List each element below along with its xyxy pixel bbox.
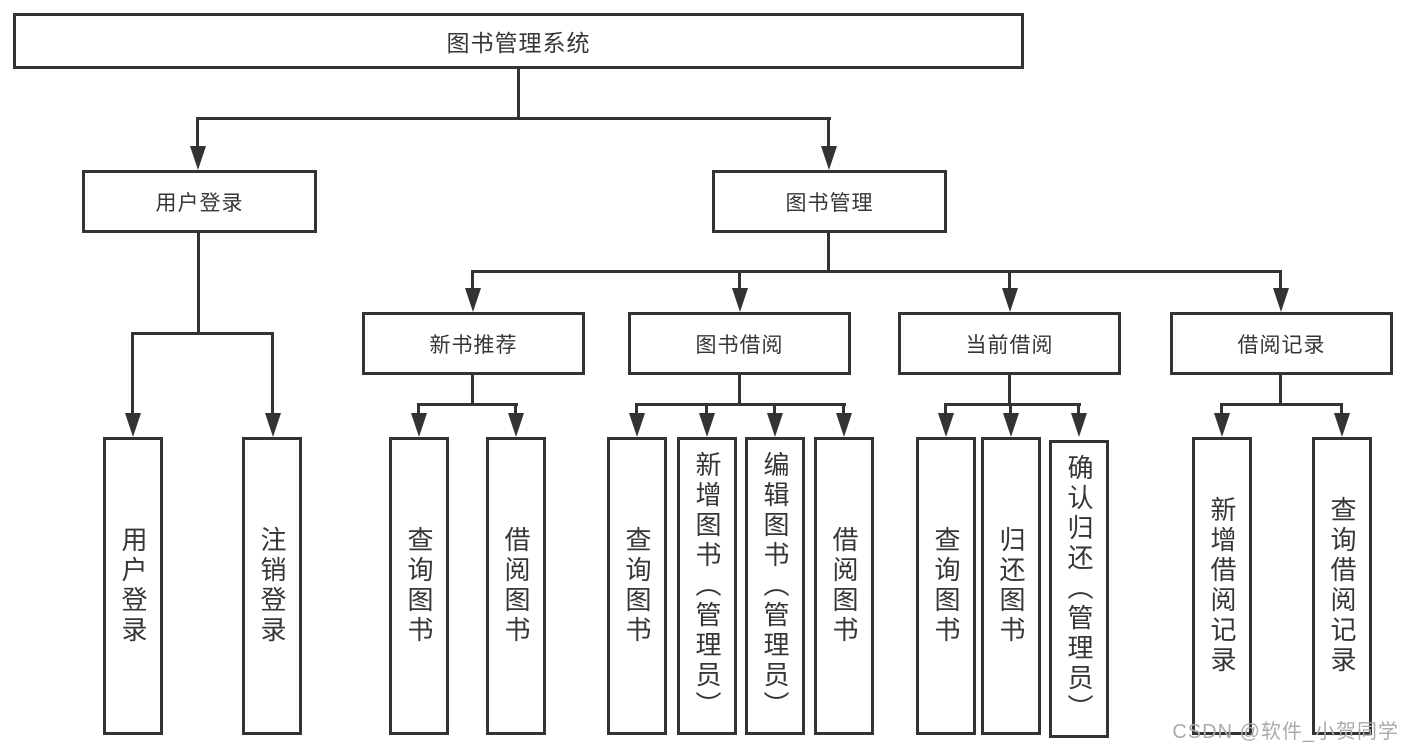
arrow-down-icon xyxy=(732,288,748,312)
arrow-down-icon xyxy=(821,146,837,170)
connector-line xyxy=(517,66,520,118)
node-new-book-recommendation: 新书推荐 xyxy=(362,312,585,375)
node-current-borrowing: 当前借阅 xyxy=(898,312,1121,375)
connector-line xyxy=(842,403,845,417)
csdn-watermark: CSDN @软件_小贺同学 xyxy=(1172,721,1399,743)
arrow-down-icon xyxy=(411,413,427,437)
node-confirm-return-admin-leaf: 确认归还（管理员） xyxy=(1049,440,1109,738)
connector-line xyxy=(471,375,474,406)
connector-line xyxy=(131,332,274,335)
node-return-books-leaf: 归还图书 xyxy=(981,437,1041,735)
connector-line xyxy=(827,117,830,156)
connector-line xyxy=(635,403,846,406)
connector-line xyxy=(1009,403,1012,417)
node-library-management-system: 图书管理系统 xyxy=(13,13,1024,69)
connector-line xyxy=(944,403,947,417)
connector-line xyxy=(1279,270,1282,292)
connector-line xyxy=(1279,375,1282,406)
arrow-down-icon xyxy=(265,413,281,437)
connector-line xyxy=(944,403,1081,406)
arrow-down-icon xyxy=(699,413,715,437)
node-add-borrow-record-leaf: 新增借阅记录 xyxy=(1192,437,1252,735)
node-query-books-leaf: 查询图书 xyxy=(607,437,667,735)
connector-line xyxy=(1077,403,1080,417)
node-edit-books-admin-leaf: 编辑图书（管理员） xyxy=(745,437,805,735)
node-borrow-books-leaf: 借阅图书 xyxy=(814,437,874,735)
connector-line xyxy=(738,270,741,292)
arrow-down-icon xyxy=(767,413,783,437)
connector-line xyxy=(131,332,134,417)
node-query-borrow-record-leaf: 查询借阅记录 xyxy=(1312,437,1372,735)
connector-line xyxy=(1220,403,1223,417)
arrow-down-icon xyxy=(1334,413,1350,437)
connector-line xyxy=(514,403,517,417)
arrow-down-icon xyxy=(1214,413,1230,437)
node-query-books-leaf: 查询图书 xyxy=(389,437,449,735)
connector-line xyxy=(196,117,831,120)
arrow-down-icon xyxy=(465,288,481,312)
node-user-login: 用户登录 xyxy=(82,170,317,233)
connector-line xyxy=(1340,403,1343,417)
connector-line xyxy=(635,403,638,417)
node-book-borrowing: 图书借阅 xyxy=(628,312,851,375)
arrow-down-icon xyxy=(836,413,852,437)
node-user-login-leaf: 用户登录 xyxy=(103,437,163,735)
node-borrowing-records: 借阅记录 xyxy=(1170,312,1393,375)
node-query-books-leaf: 查询图书 xyxy=(916,437,976,735)
connector-line xyxy=(705,403,708,417)
connector-line xyxy=(827,233,830,273)
connector-line xyxy=(471,270,1282,273)
arrow-down-icon xyxy=(938,413,954,437)
connector-line xyxy=(417,403,420,417)
connector-line xyxy=(1008,375,1011,406)
connector-line xyxy=(773,403,776,417)
connector-line xyxy=(738,375,741,406)
connector-line xyxy=(196,117,199,156)
arrow-down-icon xyxy=(629,413,645,437)
node-add-books-admin-leaf: 新增图书（管理员） xyxy=(677,437,737,735)
connector-line xyxy=(1008,270,1011,292)
node-borrow-books-leaf: 借阅图书 xyxy=(486,437,546,735)
connector-line xyxy=(471,270,474,292)
node-logout-leaf: 注销登录 xyxy=(242,437,302,735)
connector-line xyxy=(417,403,518,406)
connector-line xyxy=(197,233,200,334)
arrow-down-icon xyxy=(1003,413,1019,437)
arrow-down-icon xyxy=(125,413,141,437)
arrow-down-icon xyxy=(1071,413,1087,437)
connector-line xyxy=(1220,403,1343,406)
arrow-down-icon xyxy=(190,146,206,170)
connector-line xyxy=(271,332,274,417)
arrow-down-icon xyxy=(1002,288,1018,312)
arrow-down-icon xyxy=(508,413,524,437)
arrow-down-icon xyxy=(1273,288,1289,312)
node-book-management: 图书管理 xyxy=(712,170,947,233)
